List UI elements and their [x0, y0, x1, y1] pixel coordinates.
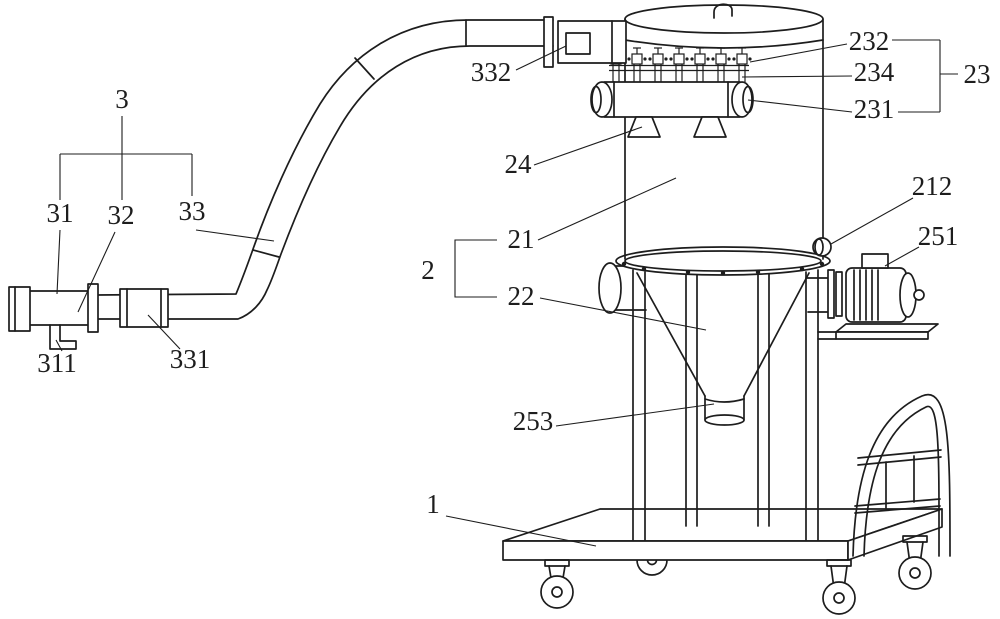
pulse-valve — [711, 47, 731, 82]
air-tank — [590, 81, 754, 118]
cart-handle — [852, 393, 951, 557]
label-332: 332 — [471, 57, 512, 87]
label-251: 251 — [918, 221, 959, 251]
pipe-coupling — [119, 288, 169, 328]
inlet-box — [557, 20, 627, 64]
suction-pipe — [96, 16, 554, 320]
label-33: 33 — [179, 196, 206, 226]
label-23: 23 — [964, 59, 991, 89]
base-platform — [502, 508, 943, 561]
label-253: 253 — [513, 406, 554, 436]
tank-brackets — [627, 116, 727, 138]
leader-lines — [55, 39, 958, 547]
label-232: 232 — [849, 26, 890, 56]
caster-rear-right — [898, 535, 932, 590]
label-1: 1 — [426, 489, 440, 519]
flange-ring — [615, 246, 831, 276]
support-legs — [632, 269, 819, 541]
label-331: 331 — [170, 344, 211, 374]
pulse-valve-row — [606, 47, 752, 82]
pulse-valve — [648, 47, 668, 82]
lifting-hook — [713, 3, 733, 19]
label-32: 32 — [108, 200, 135, 230]
label-231: 231 — [854, 94, 895, 124]
suction-nozzle — [8, 283, 99, 333]
discharge-spout — [704, 395, 745, 426]
motor-shelf — [817, 323, 939, 340]
caster-front-right — [822, 559, 856, 615]
label-31: 31 — [47, 198, 74, 228]
label-2: 2 — [421, 255, 435, 285]
side-port — [812, 237, 832, 257]
pulse-valve — [690, 47, 710, 82]
label-22: 22 — [508, 281, 535, 311]
nozzle-bracket — [49, 324, 77, 350]
cone-hopper — [636, 272, 810, 397]
label-21: 21 — [508, 224, 535, 254]
label-24: 24 — [505, 149, 533, 179]
reference-labels: 3 31 32 33 311 331 332 232 234 23 231 24… — [37, 26, 990, 519]
pulse-valve — [669, 47, 689, 82]
pulse-valve — [732, 47, 752, 82]
pulse-valve — [627, 47, 647, 82]
blower-motor — [805, 253, 925, 323]
label-234: 234 — [854, 57, 895, 87]
label-212: 212 — [912, 171, 953, 201]
label-3: 3 — [115, 84, 129, 114]
caster-front-left — [540, 559, 574, 609]
label-311: 311 — [37, 348, 77, 378]
